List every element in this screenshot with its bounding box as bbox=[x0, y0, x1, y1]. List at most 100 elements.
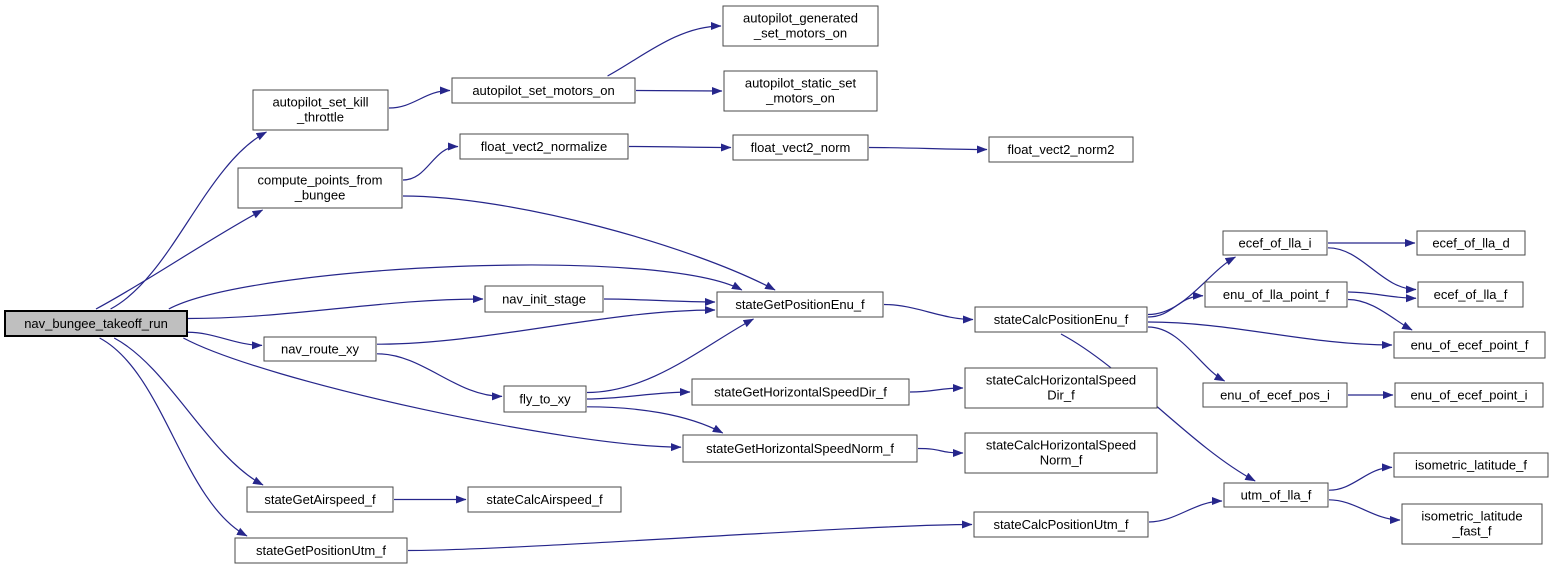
node-box[interactable] bbox=[722, 5, 879, 47]
node-box[interactable] bbox=[716, 291, 884, 318]
node-isometric_latitude_fast_f[interactable]: isometric_latitude_fast_f bbox=[1401, 503, 1543, 545]
node-box[interactable] bbox=[964, 367, 1158, 409]
node-label: ecef_of_lla_d bbox=[1432, 236, 1509, 251]
node-stateGetAirspeed_f[interactable]: stateGetAirspeed_f bbox=[246, 486, 394, 513]
edge-stateGetPositionEnu_f-to-stateCalcPositionEnu_f bbox=[883, 303, 974, 324]
node-box[interactable] bbox=[691, 378, 910, 406]
node-box[interactable] bbox=[263, 336, 377, 362]
node-box[interactable] bbox=[1393, 331, 1546, 359]
node-box[interactable] bbox=[237, 167, 403, 209]
edge-utm_of_lla_f-to-isometric_latitude_f bbox=[1328, 463, 1393, 491]
node-autopilot_set_motors_on[interactable]: autopilot_set_motors_on bbox=[451, 77, 636, 104]
node-autopilot_set_kill_throttle[interactable]: autopilot_set_kill_throttle bbox=[252, 89, 389, 131]
node-autopilot_static_set_motors_on[interactable]: autopilot_static_set_motors_on bbox=[723, 70, 878, 112]
node-box[interactable] bbox=[234, 537, 408, 564]
edge-float_vect2_norm-to-float_vect2_norm2 bbox=[868, 145, 988, 154]
edge-stateGetPositionUtm_f-to-stateCalcPositionUtm_f bbox=[407, 520, 973, 552]
node-label: stateGetHorizontalSpeedNorm_f bbox=[706, 441, 894, 456]
node-box[interactable] bbox=[503, 385, 587, 413]
node-label: ecef_of_lla_f bbox=[1434, 287, 1508, 302]
node-nav_route_xy[interactable]: nav_route_xy bbox=[263, 336, 377, 362]
edge-nav_bungee_takeoff_run-to-stateGetPositionUtm_f bbox=[99, 337, 248, 537]
node-box[interactable] bbox=[723, 70, 878, 112]
node-box[interactable] bbox=[451, 77, 636, 104]
node-stateGetHorizontalSpeedDir_f[interactable]: stateGetHorizontalSpeedDir_f bbox=[691, 378, 910, 406]
node-stateGetPositionUtm_f[interactable]: stateGetPositionUtm_f bbox=[234, 537, 408, 564]
node-box[interactable] bbox=[1202, 382, 1348, 408]
node-ecef_of_lla_d[interactable]: ecef_of_lla_d bbox=[1416, 230, 1526, 256]
node-enu_of_lla_point_f[interactable]: enu_of_lla_point_f bbox=[1204, 281, 1348, 308]
node-box[interactable] bbox=[459, 133, 629, 160]
node-label: stateGetAirspeed_f bbox=[264, 492, 376, 507]
node-box[interactable] bbox=[246, 486, 394, 513]
node-autopilot_generated_set_motors_on[interactable]: autopilot_generated_set_motors_on bbox=[722, 5, 879, 47]
node-box[interactable] bbox=[467, 486, 622, 513]
node-stateCalcPositionEnu_f[interactable]: stateCalcPositionEnu_f bbox=[974, 306, 1148, 333]
node-fly_to_xy[interactable]: fly_to_xy bbox=[503, 385, 587, 413]
node-label: isometric_latitude_fast_f bbox=[1421, 509, 1522, 539]
node-box[interactable] bbox=[974, 306, 1148, 333]
node-stateGetPositionEnu_f[interactable]: stateGetPositionEnu_f bbox=[716, 291, 884, 318]
node-box[interactable] bbox=[1416, 230, 1526, 256]
node-label: autopilot_static_set_motors_on bbox=[745, 76, 857, 106]
node-utm_of_lla_f[interactable]: utm_of_lla_f bbox=[1223, 482, 1329, 508]
node-label: stateGetPositionUtm_f bbox=[256, 543, 386, 558]
edge-ecef_of_lla_i-to-ecef_of_lla_f bbox=[1327, 247, 1417, 294]
node-isometric_latitude_f[interactable]: isometric_latitude_f bbox=[1393, 452, 1549, 478]
node-label: stateCalcPositionUtm_f bbox=[993, 517, 1128, 532]
node-enu_of_ecef_point_i[interactable]: enu_of_ecef_point_i bbox=[1394, 382, 1544, 408]
node-box[interactable] bbox=[1394, 382, 1544, 408]
node-stateGetHorizontalSpeedNorm_f[interactable]: stateGetHorizontalSpeedNorm_f bbox=[682, 434, 918, 463]
node-compute_points_from_bungee[interactable]: compute_points_from_bungee bbox=[237, 167, 403, 209]
node-box[interactable] bbox=[732, 134, 869, 161]
node-enu_of_ecef_pos_i[interactable]: enu_of_ecef_pos_i bbox=[1202, 382, 1348, 408]
node-box[interactable] bbox=[1401, 503, 1543, 545]
edge-fly_to_xy-to-stateGetPositionEnu_f bbox=[586, 318, 754, 394]
node-float_vect2_normalize[interactable]: float_vect2_normalize bbox=[459, 133, 629, 160]
node-label: stateCalcPositionEnu_f bbox=[994, 312, 1129, 327]
node-label: fly_to_xy bbox=[519, 392, 571, 407]
node-stateCalcPositionUtm_f[interactable]: stateCalcPositionUtm_f bbox=[973, 511, 1149, 538]
edge-autopilot_set_kill_throttle-to-autopilot_set_motors_on bbox=[388, 86, 451, 109]
node-box[interactable] bbox=[1204, 281, 1348, 308]
edge-stateCalcPositionEnu_f-to-utm_of_lla_f bbox=[1060, 333, 1256, 482]
edge-fly_to_xy-to-stateGetHorizontalSpeedDir_f bbox=[586, 388, 691, 400]
node-box[interactable] bbox=[988, 136, 1134, 163]
node-box[interactable] bbox=[682, 434, 918, 463]
node-box[interactable] bbox=[1393, 452, 1549, 478]
node-stateCalcAirspeed_f[interactable]: stateCalcAirspeed_f bbox=[467, 486, 622, 513]
edge-nav_bungee_takeoff_run-to-autopilot_set_kill_throttle bbox=[110, 131, 267, 310]
node-label: float_vect2_normalize bbox=[481, 139, 607, 154]
edge-float_vect2_normalize-to-float_vect2_norm bbox=[628, 143, 732, 152]
node-box[interactable] bbox=[1222, 230, 1328, 256]
edge-nav_bungee_takeoff_run-to-nav_init_stage bbox=[187, 295, 484, 320]
node-enu_of_ecef_point_f[interactable]: enu_of_ecef_point_f bbox=[1393, 331, 1546, 359]
node-float_vect2_norm2[interactable]: float_vect2_norm2 bbox=[988, 136, 1134, 163]
node-box[interactable] bbox=[252, 89, 389, 131]
edge-stateCalcPositionEnu_f-to-ecef_of_lla_i bbox=[1147, 256, 1236, 316]
node-float_vect2_norm[interactable]: float_vect2_norm bbox=[732, 134, 869, 161]
edge-utm_of_lla_f-to-isometric_latitude_fast_f bbox=[1328, 499, 1401, 524]
node-label: stateCalcAirspeed_f bbox=[486, 492, 603, 507]
edge-compute_points_from_bungee-to-stateGetPositionEnu_f bbox=[402, 195, 776, 291]
node-box[interactable] bbox=[973, 511, 1149, 538]
edge-enu_of_lla_point_f-to-ecef_of_lla_f bbox=[1347, 291, 1417, 303]
edge-stateCalcPositionEnu_f-to-enu_of_ecef_pos_i bbox=[1147, 326, 1226, 382]
edge-stateCalcPositionEnu_f-to-enu_of_lla_point_f bbox=[1147, 291, 1204, 318]
node-label: stateGetPositionEnu_f bbox=[735, 297, 865, 312]
node-box[interactable] bbox=[484, 285, 604, 313]
node-box[interactable] bbox=[1417, 281, 1524, 308]
node-nav_init_stage[interactable]: nav_init_stage bbox=[484, 285, 604, 313]
node-label: autopilot_set_motors_on bbox=[472, 83, 614, 98]
node-box[interactable] bbox=[964, 432, 1158, 474]
node-ecef_of_lla_i[interactable]: ecef_of_lla_i bbox=[1222, 230, 1328, 256]
node-label: enu_of_ecef_pos_i bbox=[1220, 388, 1330, 403]
node-ecef_of_lla_f[interactable]: ecef_of_lla_f bbox=[1417, 281, 1524, 308]
node-box[interactable] bbox=[1223, 482, 1329, 508]
node-label: float_vect2_norm bbox=[751, 140, 851, 155]
edge-nav_init_stage-to-stateGetPositionEnu_f bbox=[603, 297, 716, 306]
